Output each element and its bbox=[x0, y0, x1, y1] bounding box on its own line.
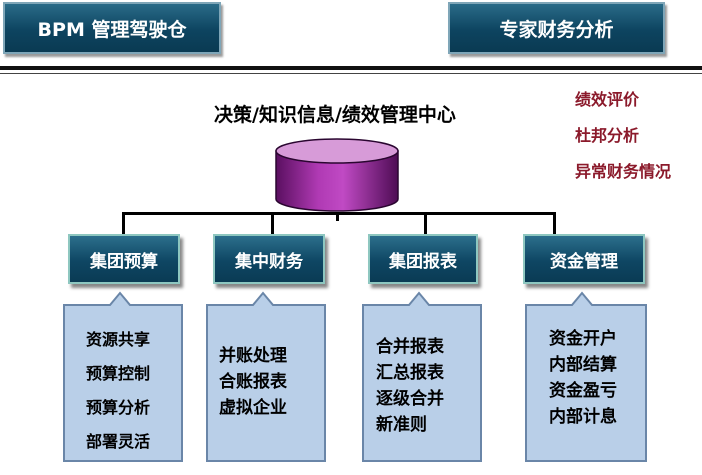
module-group-reports[interactable]: 集团报表 bbox=[368, 234, 478, 284]
fund-management-items: 资金开户 内部结算 资金盈亏 内部计息 bbox=[549, 326, 617, 430]
centralized-finance-item: 合账报表 bbox=[219, 372, 287, 392]
database-icon bbox=[275, 138, 399, 212]
bpm-cockpit-label: BPM 管理驾驶仓 bbox=[37, 18, 187, 41]
module-group-budget[interactable]: 集团预算 bbox=[68, 234, 180, 284]
group-reports-item: 汇总报表 bbox=[376, 363, 444, 383]
fund-management-callout bbox=[525, 291, 647, 462]
module-fund-management-title: 资金管理 bbox=[550, 251, 618, 272]
group-reports-item: 逐级合并 bbox=[376, 389, 444, 409]
centralized-finance-item: 虚拟企业 bbox=[219, 398, 287, 418]
group-budget-item: 部署灵活 bbox=[86, 432, 151, 451]
side-item-dupont-analysis: 杜邦分析 bbox=[575, 126, 640, 145]
fund-management-item: 内部结算 bbox=[549, 355, 617, 375]
centralized-finance-item: 并账处理 bbox=[219, 346, 287, 366]
fund-management-item: 内部计息 bbox=[549, 407, 617, 427]
fund-management-item: 资金开户 bbox=[549, 329, 617, 349]
group-reports-item: 新准则 bbox=[376, 415, 427, 435]
module-centralized-finance[interactable]: 集中财务 bbox=[213, 234, 325, 284]
tree-drop-1 bbox=[122, 212, 125, 236]
group-budget-callout bbox=[63, 291, 183, 462]
group-budget-item: 资源共享 bbox=[86, 330, 151, 349]
group-reports-callout bbox=[362, 291, 482, 462]
group-reports-item: 合并报表 bbox=[376, 337, 444, 357]
tree-stem bbox=[336, 214, 339, 221]
group-budget-item: 预算控制 bbox=[86, 364, 151, 383]
header-divider-thin bbox=[0, 73, 702, 74]
fund-management-item: 资金盈亏 bbox=[549, 381, 617, 401]
group-reports-items: 合并报表 汇总报表 逐级合并 新准则 bbox=[376, 334, 444, 438]
expert-financial-analysis-label: 专家财务分析 bbox=[499, 18, 614, 41]
tree-drop-4 bbox=[553, 212, 556, 236]
bpm-cockpit-button[interactable]: BPM 管理驾驶仓 bbox=[3, 2, 221, 54]
management-center-title: 决策/知识信息/绩效管理中心 bbox=[214, 104, 456, 126]
tree-drop-3 bbox=[424, 212, 427, 236]
side-item-performance-evaluation: 绩效评价 bbox=[575, 90, 640, 109]
group-budget-item: 预算分析 bbox=[86, 398, 151, 417]
module-centralized-finance-title: 集中财务 bbox=[235, 251, 303, 272]
tree-drop-2 bbox=[271, 212, 274, 236]
side-item-abnormal-finance: 异常财务情况 bbox=[575, 162, 672, 181]
tree-bar bbox=[122, 212, 556, 215]
module-fund-management[interactable]: 资金管理 bbox=[523, 234, 645, 284]
centralized-finance-callout bbox=[206, 291, 326, 462]
centralized-finance-items: 并账处理 合账报表 虚拟企业 bbox=[219, 343, 287, 421]
module-group-budget-title: 集团预算 bbox=[90, 251, 158, 272]
header-divider-thick bbox=[0, 66, 702, 70]
expert-financial-analysis-button[interactable]: 专家财务分析 bbox=[448, 2, 665, 54]
module-group-reports-title: 集团报表 bbox=[389, 251, 457, 272]
group-budget-items: 资源共享 预算控制 预算分析 部署灵活 bbox=[86, 323, 150, 459]
